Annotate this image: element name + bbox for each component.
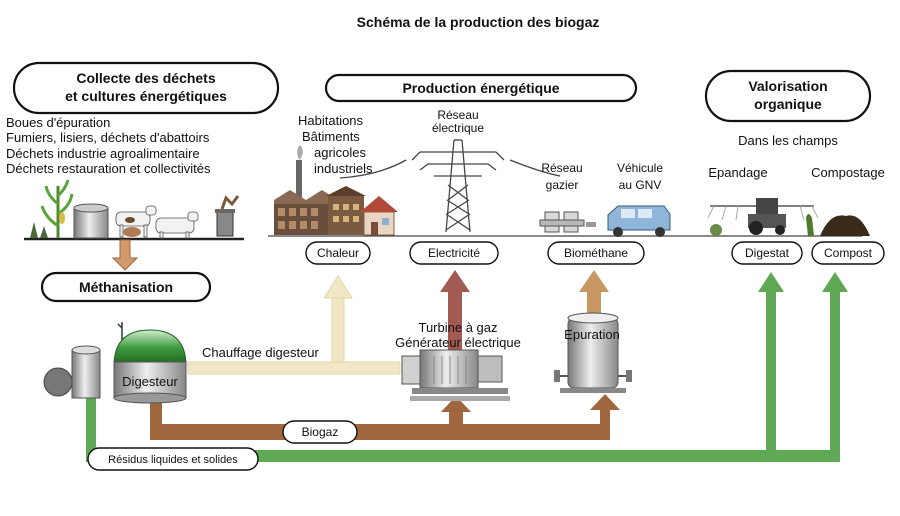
reseau-gazier-label: Réseau gazier bbox=[541, 161, 582, 192]
digesteur-label: Digesteur bbox=[122, 374, 178, 389]
digestat-label: Digestat bbox=[731, 241, 803, 265]
svg-text:Générateur électrique: Générateur électrique bbox=[395, 335, 521, 350]
residues-flow bbox=[86, 272, 848, 462]
svg-text:Réseau: Réseau bbox=[541, 161, 582, 175]
svg-text:Electricité: Electricité bbox=[428, 246, 480, 260]
compost-illustration bbox=[806, 214, 870, 236]
svg-text:Chaleur: Chaleur bbox=[317, 246, 359, 260]
electricite-label: Electricité bbox=[409, 241, 499, 265]
vehicle-illustration bbox=[607, 205, 671, 237]
epuration-illustration bbox=[554, 312, 632, 393]
svg-text:au GNV: au GNV bbox=[619, 178, 662, 192]
chauffage-digesteur-label: Chauffage digesteur bbox=[202, 345, 320, 360]
valorisation-line2: organique bbox=[754, 96, 822, 112]
svg-text:Méthanisation: Méthanisation bbox=[79, 279, 173, 295]
svg-text:électrique: électrique bbox=[432, 121, 484, 135]
biomethane-label: Biométhane bbox=[547, 241, 645, 265]
epuration-label: Epuration bbox=[564, 327, 620, 342]
svg-text:Véhicule: Véhicule bbox=[617, 161, 663, 175]
heat-flow bbox=[187, 275, 401, 375]
svg-text:Résidus liquides et solides: Résidus liquides et solides bbox=[108, 454, 238, 466]
compostage-label: Compostage bbox=[811, 165, 885, 180]
svg-text:agricoles: agricoles bbox=[314, 145, 367, 160]
collecte-header: Collecte des déchets et cultures énergét… bbox=[12, 61, 280, 115]
dans-les-champs-label: Dans les champs bbox=[738, 133, 838, 148]
chaleur-label: Chaleur bbox=[305, 241, 371, 265]
svg-text:industriels: industriels bbox=[314, 161, 373, 176]
collecte-line2: et cultures énergétiques bbox=[65, 88, 227, 104]
compost-label: Compost bbox=[811, 241, 885, 265]
methanisation-label: Méthanisation bbox=[40, 271, 212, 303]
tractor-illustration bbox=[707, 198, 819, 236]
reseau-electrique-label: Réseau électrique bbox=[432, 108, 484, 135]
source-item: Déchets restauration et collectivités bbox=[6, 161, 211, 176]
habitations-label: Habitations Bâtiments agricoles industri… bbox=[298, 113, 373, 176]
svg-text:Bâtiments: Bâtiments bbox=[302, 129, 360, 144]
farm-illustration bbox=[30, 179, 240, 239]
svg-text:Digestat: Digestat bbox=[745, 246, 790, 260]
residus-label: Résidus liquides et solides bbox=[87, 447, 259, 471]
turbine-label: Turbine à gaz Générateur électrique bbox=[395, 320, 521, 350]
svg-text:Compost: Compost bbox=[824, 246, 873, 260]
svg-text:Turbine à gaz: Turbine à gaz bbox=[418, 320, 497, 335]
source-item: Fumiers, lisiers, déchets d'abattoirs bbox=[6, 130, 210, 145]
diagram-title: Schéma de la production des biogaz bbox=[357, 14, 600, 30]
collecte-line1: Collecte des déchets bbox=[76, 70, 215, 86]
gas-station-illustration bbox=[539, 211, 596, 233]
production-header: Production énergétique bbox=[324, 73, 638, 103]
valorisation-header: Valorisation organique bbox=[704, 69, 872, 123]
digester-illustration bbox=[43, 322, 187, 404]
svg-text:Biogaz: Biogaz bbox=[302, 425, 339, 439]
pylon-illustration bbox=[339, 139, 561, 233]
valorisation-line1: Valorisation bbox=[748, 78, 827, 94]
svg-text:Réseau: Réseau bbox=[437, 108, 478, 122]
biogaz-label: Biogaz bbox=[282, 420, 358, 444]
source-item: Boues d'épuration bbox=[6, 115, 110, 130]
production-label: Production énergétique bbox=[402, 80, 559, 96]
sources-list: Boues d'épuration Fumiers, lisiers, déch… bbox=[6, 115, 211, 176]
svg-text:Habitations: Habitations bbox=[298, 113, 364, 128]
epandage-label: Epandage bbox=[708, 165, 767, 180]
vehicule-label: Véhicule au GNV bbox=[617, 161, 663, 192]
svg-text:gazier: gazier bbox=[546, 178, 579, 192]
svg-text:Biométhane: Biométhane bbox=[564, 246, 628, 260]
turbine-illustration bbox=[401, 349, 510, 401]
source-item: Déchets industrie agroalimentaire bbox=[6, 146, 200, 161]
arrow-to-methanisation bbox=[111, 239, 139, 271]
biomethane-flow bbox=[579, 270, 609, 314]
buildings-illustration bbox=[274, 145, 398, 236]
biogas-flow bbox=[150, 394, 620, 440]
